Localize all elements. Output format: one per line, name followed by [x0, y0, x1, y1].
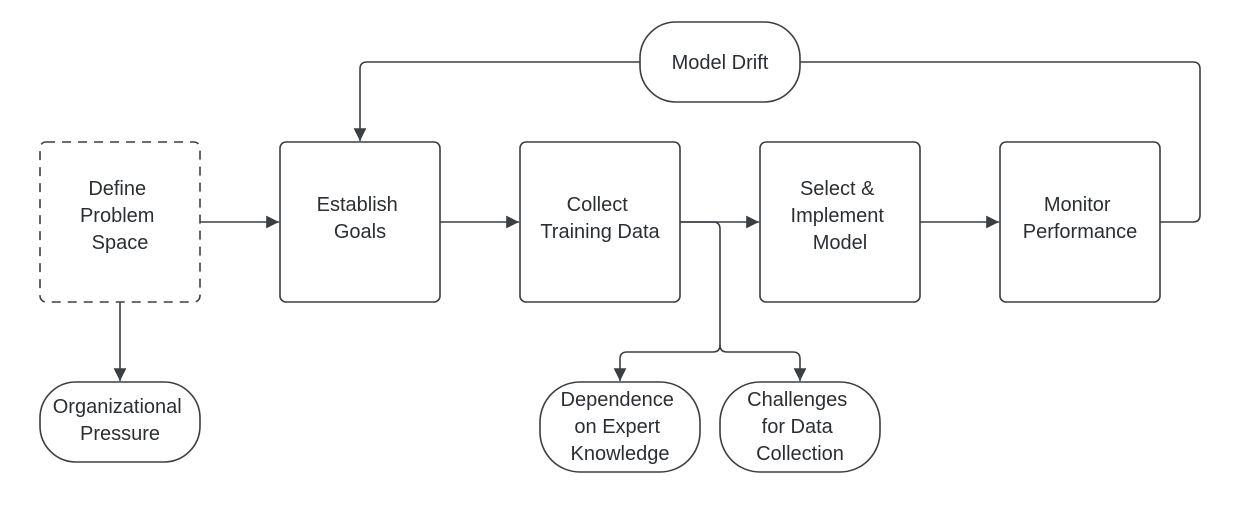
node-model-drift [639, 21, 801, 103]
label-expert: Dependence on Expert Knowledge [561, 389, 680, 465]
node-challenges-data-collection [719, 381, 881, 473]
node-select-implement-model [759, 141, 921, 303]
connector-collect-branch [613, 221, 721, 381]
label-org: Organizational Pressure [53, 396, 188, 445]
node-organizational-pressure [39, 381, 201, 463]
label-challenges: Challenges for Data Collection [747, 389, 853, 465]
label-drift: Model Drift [672, 52, 769, 74]
label-goals: Establish Goals [317, 194, 404, 243]
connector-collect-to-challenges [719, 344, 807, 381]
node-monitor-performance [999, 141, 1161, 303]
node-define-problem-space [39, 141, 201, 303]
label-select: Select & Implement Model [791, 178, 890, 254]
connector-monitor-to-drift [800, 61, 1201, 223]
label-collect: Collect Training Data [540, 194, 660, 243]
connector-drift-to-goals [353, 61, 640, 141]
node-establish-goals [279, 141, 441, 303]
label-monitor: Monitor Performance [1023, 194, 1138, 243]
label-define: Define Problem Space [80, 178, 160, 254]
node-dependence-expert-knowledge [539, 381, 701, 473]
node-collect-training-data [519, 141, 681, 303]
